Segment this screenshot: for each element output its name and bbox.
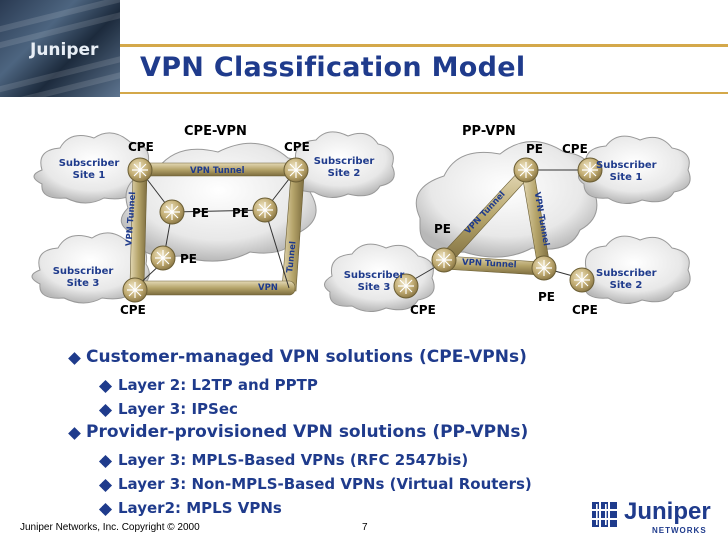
bullet-diamond-2 [68, 427, 81, 440]
header-logo-text: Juniper [30, 40, 99, 60]
page-title: VPN Classification Model [140, 52, 526, 83]
router-cpe-site3-right [393, 273, 419, 299]
label-cpe-top-left: CPE [128, 140, 154, 154]
vpn-diagram: CPE-VPN CPE CPE CPE PE PE PE Subscriber … [0, 118, 728, 318]
router-pe-b-left [252, 197, 278, 223]
header-photo: Juniper [0, 0, 120, 97]
cpe-vpn-title: CPE-VPN [184, 124, 247, 139]
label-cpe-bottom-right-l: CPE [410, 303, 436, 317]
label-subscriber-site2-right: Subscriber Site 2 [596, 268, 657, 291]
cloud-site3-left [31, 232, 150, 304]
sub-bullet-icon-1 [98, 379, 113, 394]
cloud-site2-right [578, 235, 691, 304]
sub-bullet-icon-3 [98, 454, 113, 469]
router-cpe-site1-left [127, 157, 153, 183]
diagram-graphics [31, 131, 691, 312]
cloud-site1-right [578, 135, 691, 204]
sub-bullet-non-mpls: Layer 3: Non-MPLS-Based VPNs (Virtual Ro… [118, 475, 532, 493]
label-subscriber-site3-right: Subscriber Site 3 [343, 270, 405, 293]
sub-bullet-icon-4 [98, 478, 113, 493]
label-tunnel-top-left: VPN Tunnel [190, 166, 245, 176]
juniper-logo-word: Juniper [624, 498, 711, 525]
router-cpe-site2-right [569, 267, 595, 293]
juniper-logo-sub: NETWORKS [652, 526, 707, 535]
sub-bullet-layer2-mpls: Layer2: MPLS VPNs [118, 499, 282, 517]
sub-bullet-mpls-vpns: Layer 3: MPLS-Based VPNs (RFC 2547bis) [118, 451, 469, 469]
juniper-logo-mark [592, 502, 617, 527]
label-subscriber-site3-left: Subscriber Site 3 [52, 266, 114, 289]
label-subscriber-site1-right: Subscriber Site 1 [596, 160, 657, 183]
bullet-pp-vpns: Provider-provisioned VPN solutions (PP-V… [86, 422, 529, 442]
label-pe-c: PE [180, 252, 197, 266]
juniper-logo: Juniper NETWORKS [590, 496, 722, 540]
title-rule [120, 92, 728, 94]
label-subscriber-site2-left: Subscriber Site 2 [313, 156, 375, 179]
bullet-diamond-1 [68, 352, 81, 365]
pp-vpn-title: PP-VPN [462, 124, 516, 139]
label-cpe-bottom-left: CPE [120, 303, 146, 317]
label-pe-top-right: PE [526, 142, 543, 156]
sub-bullet-l2tp: Layer 2: L2TP and PPTP [118, 376, 318, 394]
sub-bullet-icon-5 [98, 502, 113, 517]
router-pe-left-right [431, 247, 457, 273]
router-pe-c-left [150, 245, 176, 271]
page-number: 7 [362, 522, 368, 533]
header-top-rule [120, 44, 728, 47]
sub-bullet-icon-2 [98, 403, 113, 418]
router-cpe-site2-left [283, 157, 309, 183]
sub-bullet-ipsec: Layer 3: IPSec [118, 400, 238, 418]
router-pe-bottom-right [531, 255, 557, 281]
label-cpe-top-right-r: CPE [562, 142, 588, 156]
label-cpe-bottom-right-r: CPE [572, 303, 598, 317]
label-tunnel-bottom-left: VPN [258, 283, 278, 293]
label-pe-b: PE [232, 206, 249, 220]
label-cpe-top-right: CPE [284, 140, 310, 154]
footer-copyright: Juniper Networks, Inc. Copyright © 2000 [20, 522, 200, 533]
bullet-cpe-vpns: Customer-managed VPN solutions (CPE-VPNs… [86, 347, 527, 367]
router-pe-top-right [513, 157, 539, 183]
label-pe-bottom-right: PE [538, 290, 555, 304]
label-pe-a: PE [192, 206, 209, 220]
router-cpe-site3-left [122, 277, 148, 303]
router-pe-a-left [159, 199, 185, 225]
label-pe-left-right: PE [434, 222, 451, 236]
router-cpe-site1-right [577, 157, 603, 183]
label-subscriber-site1-left: Subscriber Site 1 [58, 158, 120, 181]
